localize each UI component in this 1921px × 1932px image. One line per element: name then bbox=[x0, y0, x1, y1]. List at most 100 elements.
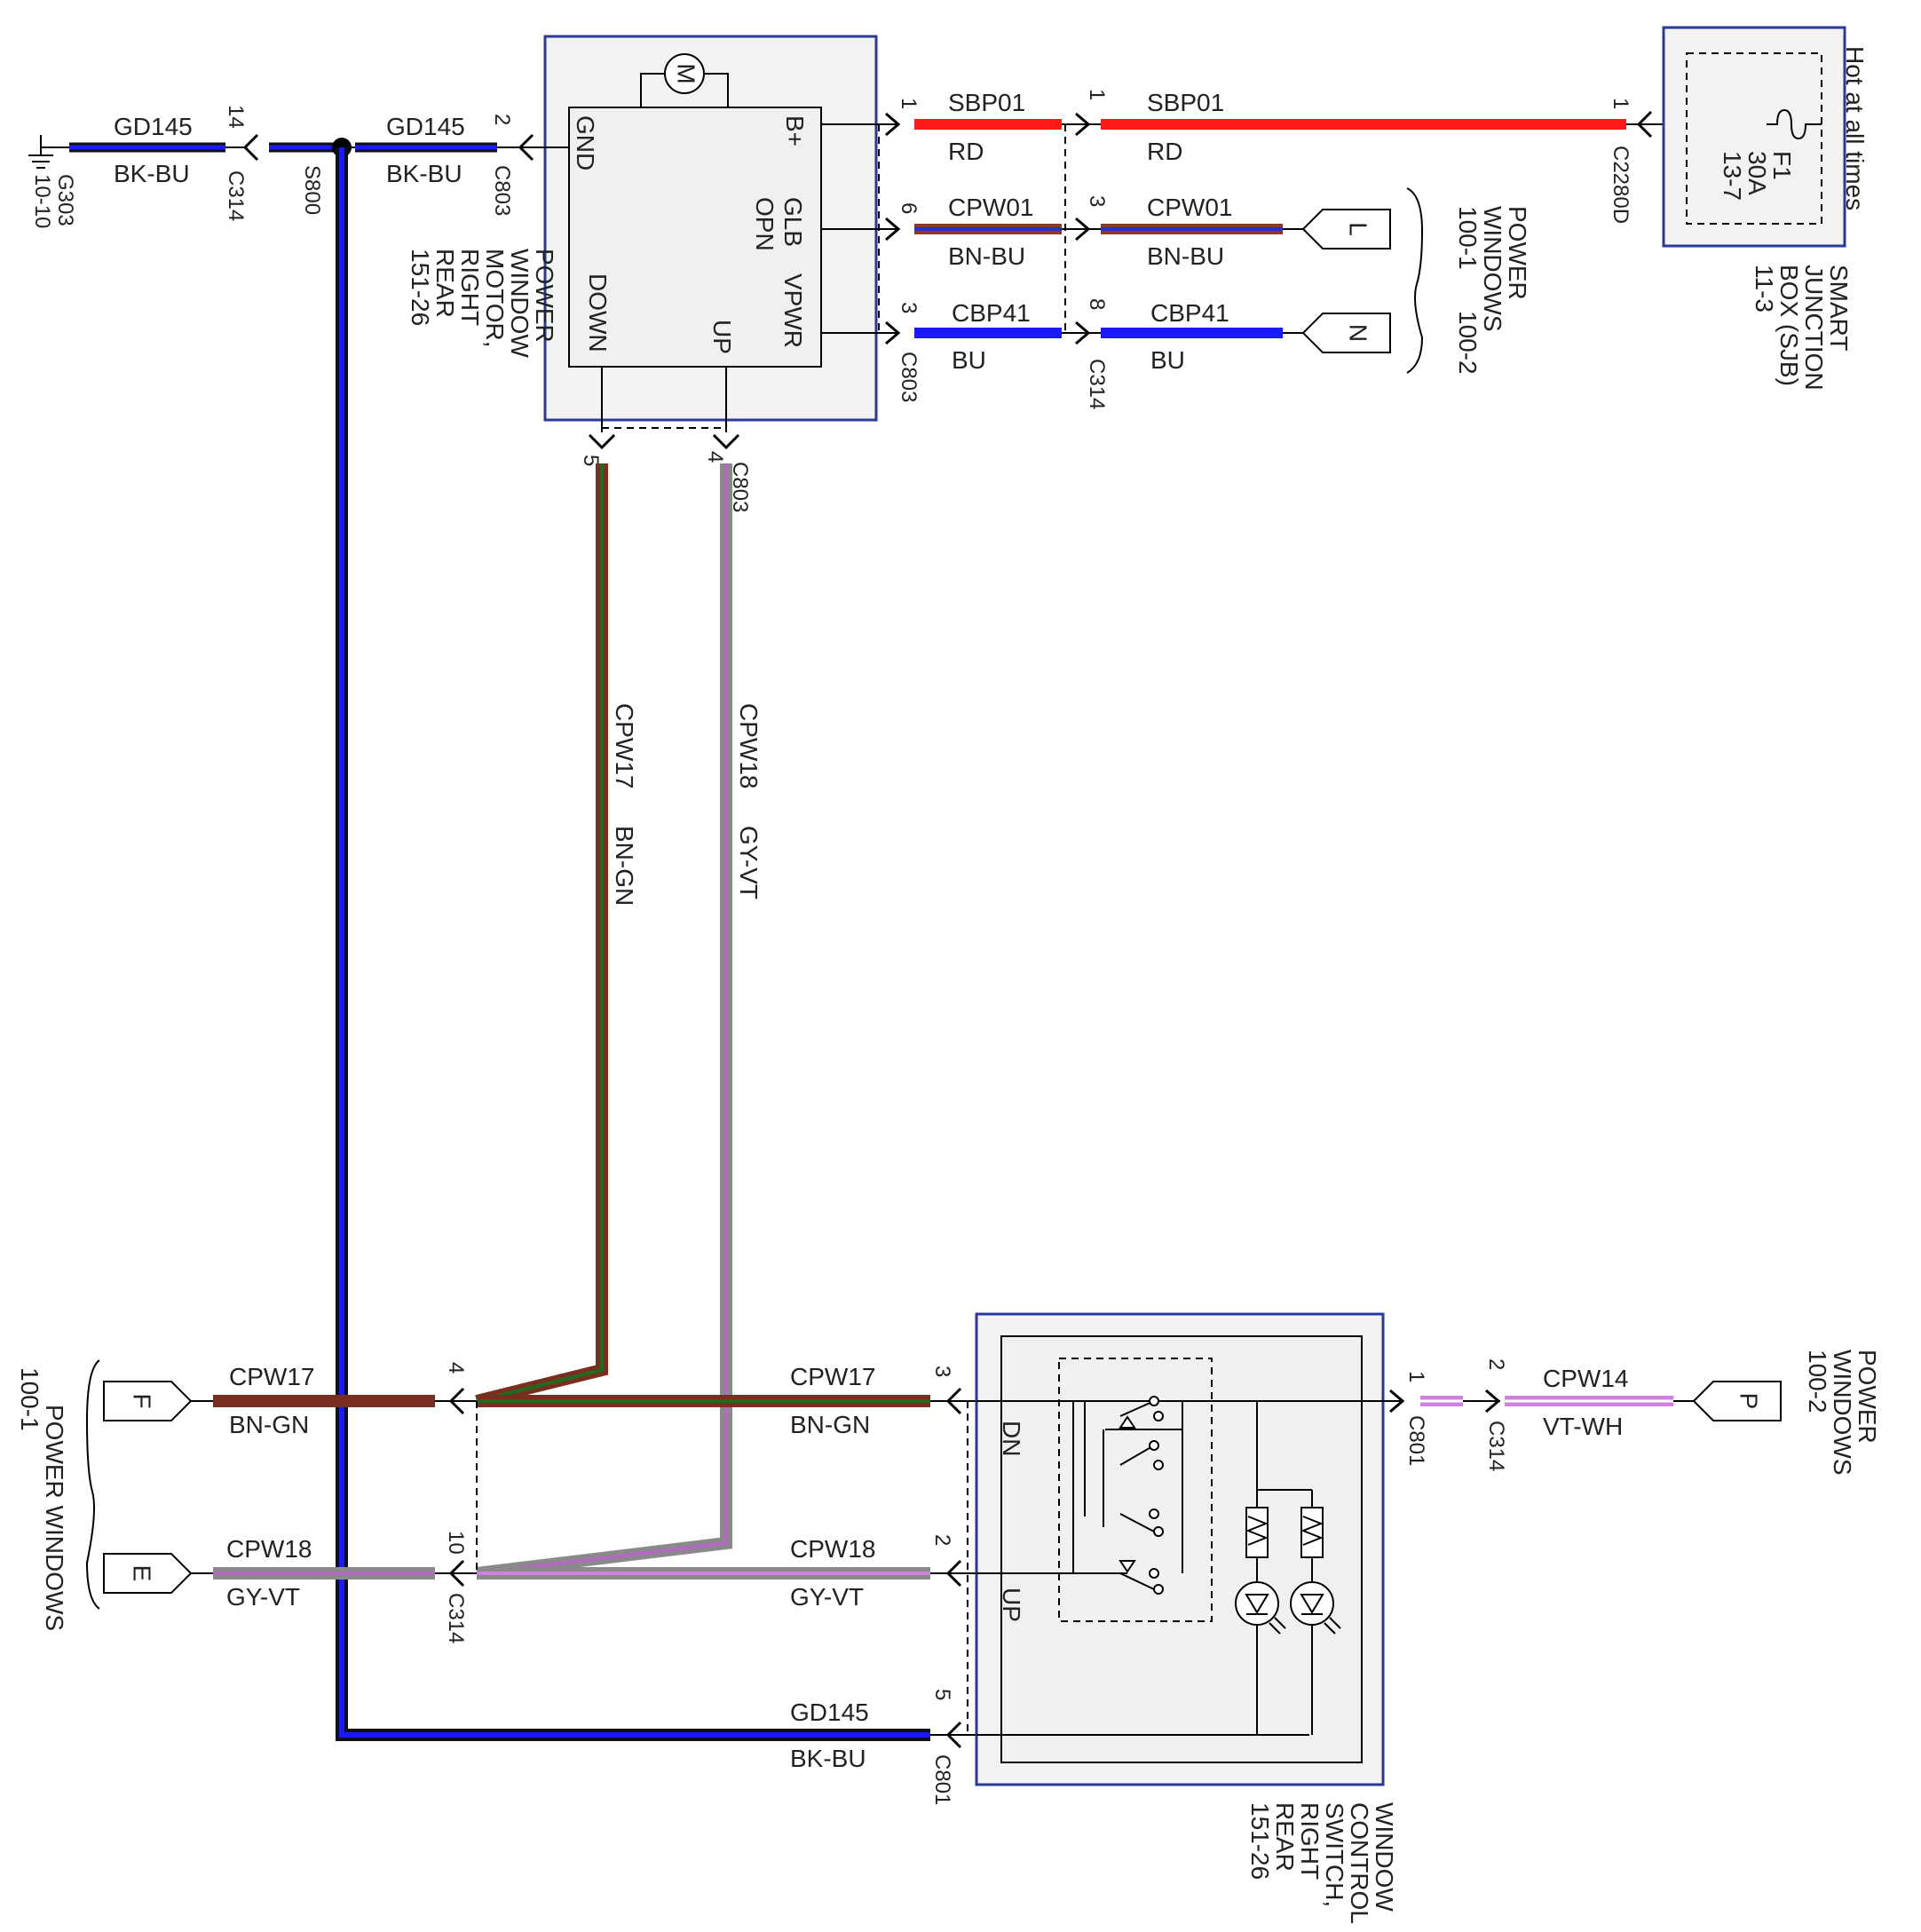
switch-name-6: 151-26 bbox=[1246, 1802, 1274, 1880]
motor-pin-up: UP bbox=[708, 320, 736, 354]
wire-cpw14: CPW14 VT-WH 1 C801 2 C314 bbox=[1367, 1358, 1694, 1471]
sjb-inner-dashed bbox=[1686, 52, 1822, 225]
cpw17-color-right: BN-GN bbox=[790, 1411, 870, 1438]
pw-right-ref: POWER WINDOWS 100-2 bbox=[1804, 1350, 1881, 1476]
pin-cpw18-c314: 10 bbox=[444, 1531, 468, 1555]
tag-e: E bbox=[103, 1553, 193, 1594]
pw-top-1: POWER bbox=[1504, 206, 1531, 300]
sbp01-label-2: SBP01 bbox=[1147, 89, 1224, 116]
pin-cpw01-c314: 3 bbox=[1085, 195, 1109, 207]
brace-left bbox=[85, 1359, 100, 1610]
cpw18-label-vert: CPW18 bbox=[735, 703, 763, 788]
pw-top-3: 100-1 bbox=[1454, 206, 1482, 270]
wire-gd145-top: GD145 BK-BU GD145 BK-BU G303 10-10 14 C3… bbox=[28, 105, 569, 228]
tag-p: P bbox=[1692, 1381, 1782, 1421]
window-control-switch: DN UP WINDOW CONTROL SWITCH, RIGHT REAR … bbox=[975, 1312, 1398, 1924]
pw-left-label: POWER WINDOWS bbox=[41, 1405, 68, 1631]
gd145-color-bottom: BK-BU bbox=[790, 1745, 866, 1772]
pw-top-4: 100-2 bbox=[1454, 311, 1482, 375]
fuse-2: 30A bbox=[1743, 151, 1771, 195]
switch-dashed-group bbox=[1058, 1358, 1213, 1622]
c803-label-right: C803 bbox=[897, 352, 921, 402]
wire-cpw18-vertical: CPW18 GY-VT bbox=[476, 463, 763, 1580]
cpw01-label-1: CPW01 bbox=[948, 194, 1033, 221]
switch-dn-label: DN bbox=[998, 1421, 1025, 1456]
pin-cpw14-c314: 2 bbox=[1484, 1358, 1508, 1370]
motor-pin-gnd: GND bbox=[572, 115, 599, 170]
motor-name-5: REAR bbox=[431, 249, 459, 318]
motor-name-2: WINDOW bbox=[506, 249, 534, 358]
c314-label-bottom: C314 bbox=[444, 1593, 468, 1643]
pin-gnd-c803: 2 bbox=[490, 114, 514, 125]
pw-right-2: WINDOWS bbox=[1829, 1350, 1856, 1476]
tag-e-label: E bbox=[129, 1565, 156, 1582]
wire-cpw17-horizontal: CPW17 BN-GN CPW17 BN-GN 4 3 bbox=[191, 1362, 976, 1438]
cbp41-label-1: CBP41 bbox=[952, 299, 1031, 327]
pin-cpw17-c314: 4 bbox=[444, 1362, 468, 1374]
gd145-color-right: BK-BU bbox=[386, 160, 462, 187]
g303-ref: 10-10 bbox=[30, 174, 54, 228]
pin-gnd-c314: 14 bbox=[224, 105, 248, 129]
sjb-note: Hot at all times bbox=[1841, 46, 1869, 210]
pw-right-1: POWER bbox=[1854, 1350, 1881, 1444]
sjb-name-4: 11-3 bbox=[1751, 265, 1778, 313]
sjb-name: SMART JUNCTION BOX (SJB) 11-3 bbox=[1751, 265, 1853, 391]
sjb-name-2: JUNCTION bbox=[1800, 265, 1828, 391]
wire-cbp41: CBP41 BU CBP41 BU 3 C803 8 C314 bbox=[821, 298, 1303, 409]
pin-cpw18-sw: 2 bbox=[930, 1534, 954, 1546]
brace-top bbox=[1406, 187, 1424, 374]
cpw17-color-left: BN-GN bbox=[229, 1411, 309, 1438]
pw-top-2: WINDOWS bbox=[1479, 206, 1506, 332]
tag-p-label: P bbox=[1735, 1393, 1763, 1410]
cpw18-color-right: GY-VT bbox=[790, 1583, 864, 1611]
cbp41-color-1: BU bbox=[952, 346, 986, 374]
tag-f-label: F bbox=[129, 1393, 156, 1408]
wire-gd145-vertical: GD145 BK-BU 5 C801 bbox=[336, 147, 976, 1805]
motor-body bbox=[568, 107, 822, 368]
switch-name-1: WINDOW bbox=[1371, 1802, 1398, 1912]
tag-l-label: L bbox=[1345, 222, 1372, 236]
pin-cpw14-c801: 1 bbox=[1404, 1371, 1428, 1382]
pin-cbp41-c314: 8 bbox=[1085, 298, 1109, 310]
sjb-outline bbox=[1662, 26, 1846, 248]
cpw17-label-vert: CPW17 bbox=[611, 703, 638, 788]
sbp01-color-1: RD bbox=[948, 138, 984, 165]
cpw17-label-left: CPW17 bbox=[229, 1363, 314, 1390]
cpw14-label: CPW14 bbox=[1543, 1365, 1628, 1392]
motor-name-3: MOTOR, bbox=[481, 249, 509, 347]
c801-label-right: C801 bbox=[1404, 1415, 1428, 1466]
c314-label-gnd: C314 bbox=[224, 170, 248, 221]
s800-label: S800 bbox=[300, 165, 324, 215]
wire-cpw01: CPW01 BN-BU CPW01 BN-BU 6 3 bbox=[821, 194, 1303, 270]
tag-l: L bbox=[1301, 209, 1391, 249]
cpw01-color-2: BN-BU bbox=[1147, 242, 1224, 270]
pin-sbp-c803: 1 bbox=[897, 98, 921, 109]
switch-name-5: REAR bbox=[1271, 1802, 1299, 1872]
switch-contacts-icon bbox=[1119, 1396, 1164, 1595]
cpw17-label-right: CPW17 bbox=[790, 1363, 875, 1390]
sjb-name-1: SMART bbox=[1825, 265, 1853, 352]
switch-name-3: SWITCH, bbox=[1321, 1802, 1348, 1907]
switch-name-2: CONTROL bbox=[1346, 1802, 1373, 1924]
pin-sbp-c314: 1 bbox=[1085, 89, 1109, 100]
motor-pin-glb: GLB bbox=[779, 197, 807, 247]
cpw01-label-2: CPW01 bbox=[1147, 194, 1232, 221]
c801-label-bottom: C801 bbox=[930, 1754, 954, 1805]
switch-up-label: UP bbox=[998, 1588, 1025, 1622]
cpw18-label-left: CPW18 bbox=[226, 1535, 312, 1563]
motor-symbol-icon bbox=[664, 53, 705, 94]
pw-left-ref: 100-1 bbox=[16, 1367, 43, 1431]
sbp01-color-2: RD bbox=[1147, 138, 1182, 165]
cbp41-label-2: CBP41 bbox=[1150, 299, 1229, 327]
fuse-label: F1 30A 13-7 bbox=[1719, 151, 1796, 201]
gd145-label-right: GD145 bbox=[386, 113, 465, 140]
pin-up-c803: 4 bbox=[703, 451, 727, 463]
c314-label-top: C314 bbox=[1085, 359, 1109, 409]
cpw18-label-right: CPW18 bbox=[790, 1535, 875, 1563]
resistor-icon bbox=[1245, 1401, 1324, 1582]
tag-n-label: N bbox=[1345, 324, 1372, 342]
fuse-1: F1 bbox=[1768, 151, 1796, 180]
cbp41-color-2: BU bbox=[1150, 346, 1185, 374]
gd145-label-bottom: GD145 bbox=[790, 1698, 869, 1726]
